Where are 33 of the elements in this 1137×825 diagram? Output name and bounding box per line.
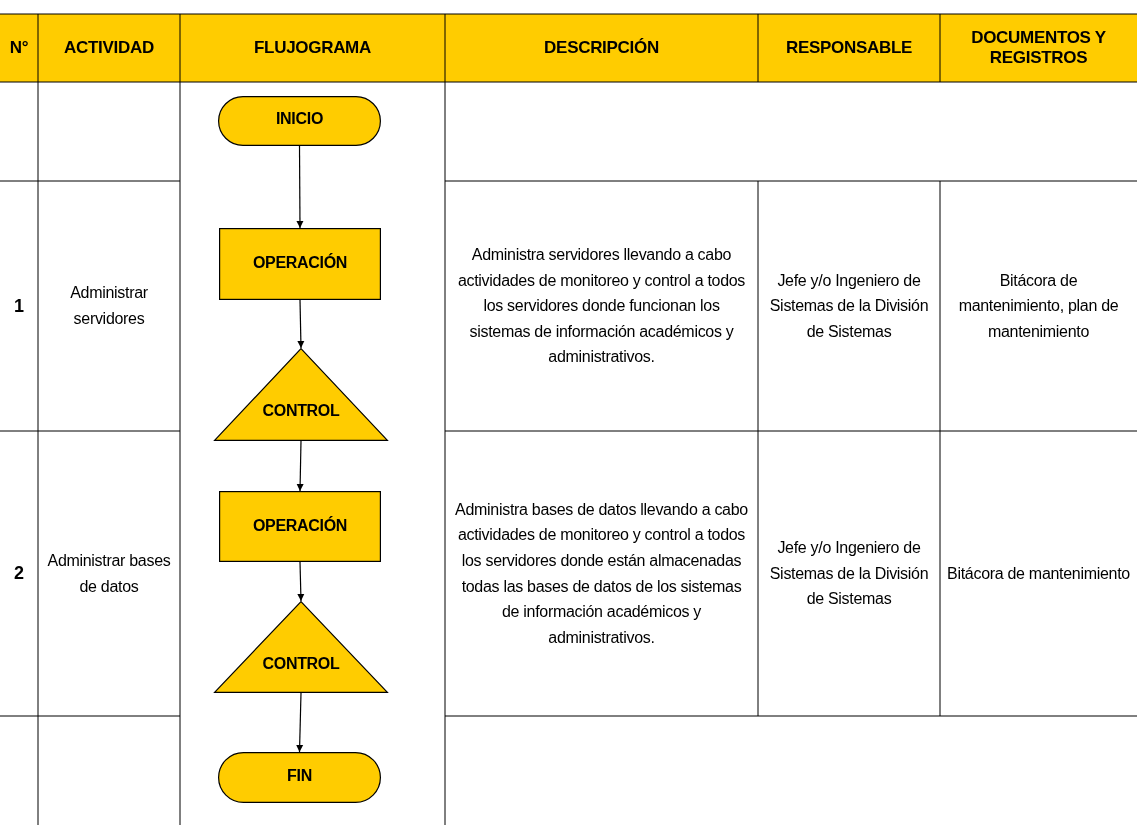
column-header: N°: [9, 38, 29, 58]
responsible-text: Jefe y/o Ingeniero de Sistemas de la División de Sistemas: [768, 270, 930, 342]
control-triangle: [214, 348, 388, 441]
arrow: [296, 692, 304, 753]
node-label: INICIO: [274, 110, 325, 128]
arrow: [296, 145, 304, 229]
node-label: FIN: [286, 767, 313, 785]
description-text: Administra servidores llevando a cabo actividades de monitoreo y control a todos los servidores donde funcionan los sistemas de información académicos y administrativos.: [456, 245, 747, 368]
arrow: [297, 561, 305, 602]
activity-text: Administrar servidores: [69, 283, 149, 329]
activity-text: Administrar bases de datos: [46, 550, 172, 597]
node-label: OPERACIÓN: [251, 254, 349, 272]
control-triangle: [214, 601, 388, 693]
column-header: ACTIVIDAD: [64, 38, 154, 58]
node-label: OPERACIÓN: [251, 517, 349, 535]
process-box: [219, 228, 381, 300]
document-text: Bitácora de mantenimiento, plan de mantenimiento: [957, 270, 1120, 342]
arrow: [296, 440, 304, 492]
column-header: DESCRIPCIÓN: [544, 38, 659, 58]
node-label: CONTROL: [261, 655, 341, 673]
description-text: Administra bases de datos llevando a cabo actividades de monitoreo y control a todos los servidores donde están almacenadas todas las bases de datos de los sistemas de información académicos y administrativos.: [454, 499, 749, 648]
arrow: [297, 299, 305, 349]
node-label: CONTROL: [261, 402, 341, 420]
document-text: Bitácora de mantenimiento: [947, 563, 1130, 584]
process-box: [219, 491, 381, 562]
terminal-shape: [218, 752, 381, 803]
terminal-shape: [218, 96, 381, 146]
column-header: RESPONSABLE: [785, 38, 913, 58]
row-number: 2: [14, 563, 24, 584]
responsible-text: Jefe y/o Ingeniero de Sistemas de la División de Sistemas: [768, 538, 930, 610]
column-header: FLUJOGRAMA: [254, 38, 371, 58]
row-number: 1: [14, 295, 24, 317]
column-header: DOCUMENTOS Y REGISTROS: [970, 28, 1107, 68]
